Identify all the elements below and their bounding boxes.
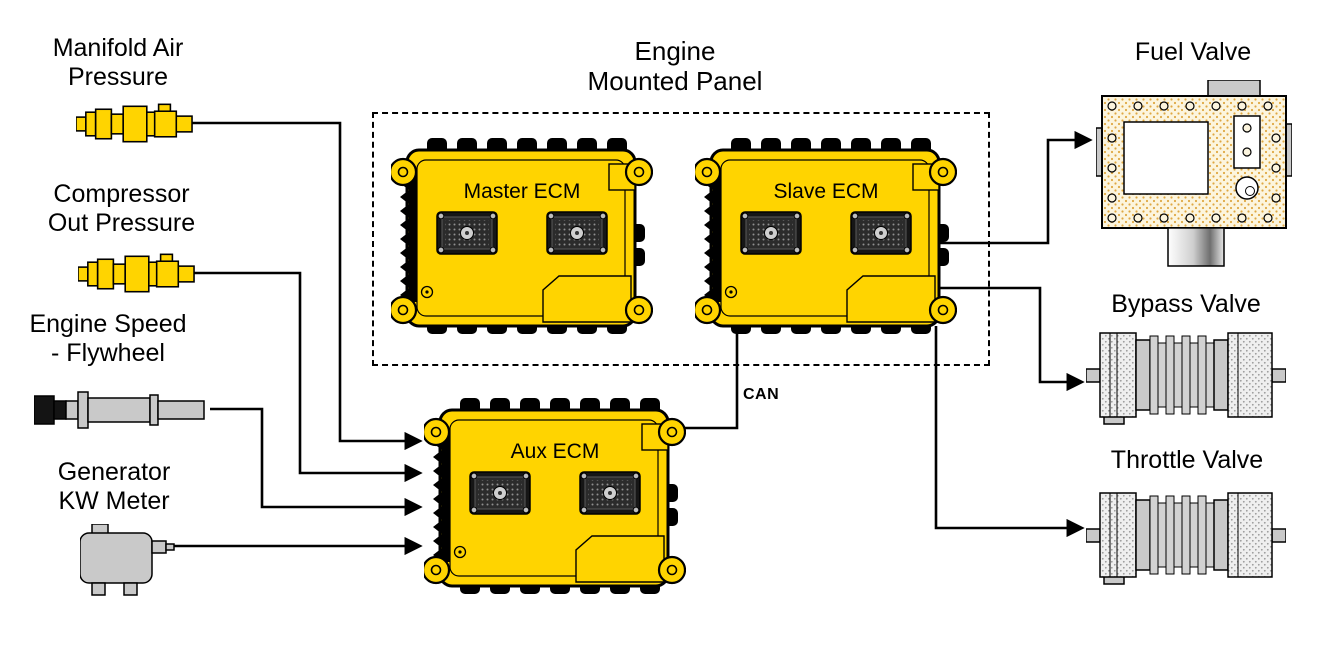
label-line: Pressure [67, 63, 169, 91]
engine-mounted-panel-title: Engine Mounted Panel [520, 36, 830, 96]
label-line: Bypass Valve [1111, 290, 1261, 318]
kw-meter-icon [80, 524, 175, 596]
ecm-label: Master ECM [464, 180, 581, 203]
wire-slave-to-fuel-valve [938, 130, 1093, 245]
engine-mounted-panel-outline [372, 112, 990, 366]
wire-can-bus [684, 326, 739, 430]
pressure-sensor-icon [76, 103, 193, 143]
panel-title-line1: Engine [634, 36, 716, 66]
speed-sensor-icon [34, 391, 205, 429]
throttle-valve-icon [1086, 492, 1286, 585]
wire-speed-to-aux [210, 407, 423, 517]
bypass-valve-icon [1086, 332, 1286, 425]
label-line: KW Meter [58, 487, 170, 515]
wire-slave-to-throttle-valve [934, 326, 1085, 538]
label-line: Compressor [53, 180, 190, 208]
aux-ecm-module: Aux ECM [424, 388, 686, 602]
wire-compressor-to-aux [194, 271, 423, 483]
label-line: Throttle Valve [1110, 446, 1264, 474]
input-label-engine-speed-flywheel: Engine Speed - Flywheel [18, 310, 198, 368]
output-label-fuel-valve: Fuel Valve [1098, 38, 1288, 67]
pressure-sensor-icon [78, 253, 195, 293]
wire-manifold-to-aux [192, 121, 423, 451]
master-ecm-module: Master ECM [391, 128, 653, 342]
label-line: Engine Speed [29, 310, 187, 338]
fuel-valve-icon [1096, 80, 1292, 267]
input-label-manifold-air-pressure: Manifold Air Pressure [28, 34, 208, 92]
can-bus-label: CAN [743, 386, 780, 403]
ecm-label: Aux ECM [511, 440, 600, 463]
label-line: Fuel Valve [1134, 38, 1252, 66]
input-label-generator-kw-meter: Generator KW Meter [28, 458, 200, 516]
input-label-compressor-out-pressure: Compressor Out Pressure [24, 180, 219, 238]
output-label-throttle-valve: Throttle Valve [1082, 446, 1292, 475]
panel-title-line2: Mounted Panel [587, 66, 763, 97]
label-line: - Flywheel [51, 339, 165, 367]
label-line: Out Pressure [47, 209, 196, 237]
slave-ecm-module: Slave ECM [695, 128, 957, 342]
output-label-bypass-valve: Bypass Valve [1088, 290, 1284, 319]
label-line: Manifold Air [52, 34, 184, 62]
label-line: Generator [57, 458, 171, 486]
ecm-label: Slave ECM [773, 180, 878, 203]
